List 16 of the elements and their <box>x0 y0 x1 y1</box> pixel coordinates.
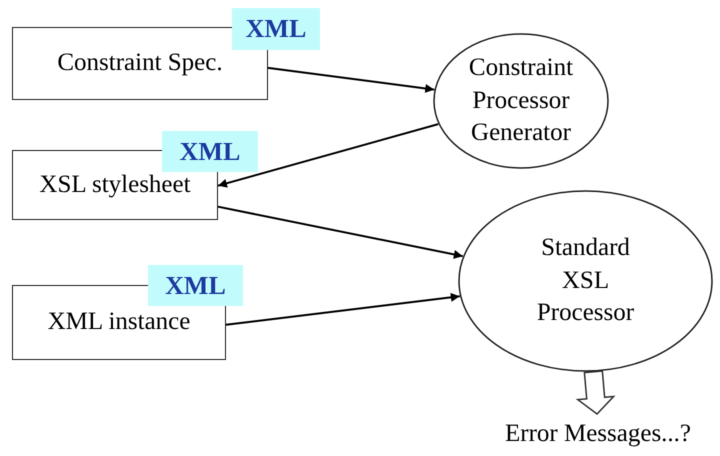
format-badge: XML <box>148 265 243 306</box>
format-badge: XML <box>232 8 320 50</box>
arrow <box>226 292 460 326</box>
node-label: XML instance <box>46 307 192 338</box>
node-label: Constraint Processor Generator <box>468 53 574 148</box>
node-label: Constraint Spec. <box>56 48 224 78</box>
output-text: Error Messages...? <box>478 414 718 454</box>
arrow <box>218 123 439 188</box>
node-label: Standard XSL Processor <box>536 233 636 328</box>
process-ellipse <box>458 190 713 372</box>
format-badge: XML <box>162 131 258 172</box>
hollow-arrow <box>576 370 616 415</box>
arrow <box>218 206 464 259</box>
process-ellipse <box>433 33 609 169</box>
node-label: XSL stylesheet <box>38 170 192 200</box>
arrow <box>268 66 434 93</box>
